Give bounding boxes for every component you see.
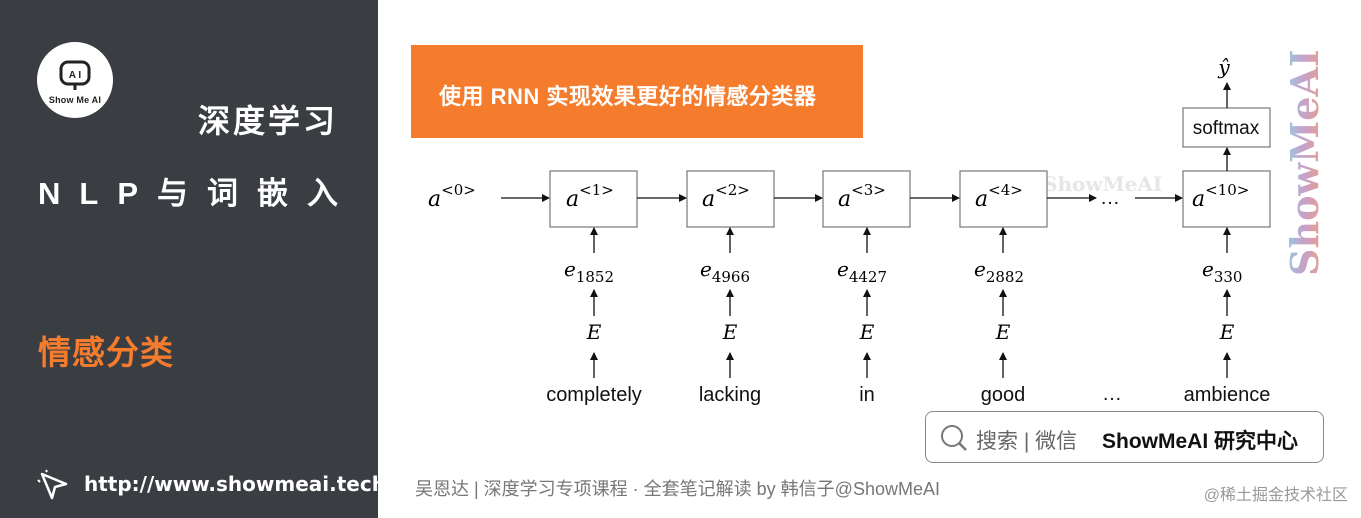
rnn-cell-3 [822, 170, 911, 228]
search-brand: ShowMeAI 研究中心 [1102, 430, 1299, 453]
rnn-cell-2 [686, 170, 775, 228]
sidebar: A I Show Me AI 深度学习 NLP与词嵌入 情感分类 http://… [0, 0, 393, 518]
embedding-matrix-3: E [859, 320, 875, 344]
rnn-cell-4 [959, 170, 1048, 228]
embedding-matrix-4: E [995, 320, 1011, 344]
main-panel: 使用 RNN 实现效果更好的情感分类器 ShowMeAI a<0> a<1> a… [378, 0, 1361, 518]
ellipsis-mid: … [1100, 187, 1120, 209]
initial-activation: a<0> [428, 181, 476, 212]
slide-title: 使用 RNN 实现效果更好的情感分类器 [439, 84, 817, 109]
slide-title-box: 使用 RNN 实现效果更好的情感分类器 [411, 45, 863, 138]
word-10: ambience [1184, 384, 1271, 406]
embedding-3: e4427 [837, 257, 887, 286]
ellipsis-words: … [1102, 383, 1122, 405]
search-pill: 搜索 | 微信 ShowMeAI 研究中心 [925, 411, 1324, 463]
chapter-title: NLP与词嵌入 [38, 176, 357, 211]
word-3: in [859, 384, 875, 406]
course-title: 深度学习 [197, 103, 338, 139]
rnn-cell-2-label: a<2> [702, 181, 750, 212]
search-label: 搜索 | 微信 [976, 430, 1078, 453]
search-icon [941, 425, 967, 451]
footer-credit: 吴恩达 | 深度学习专项课程 · 全套笔记解读 by 韩信子@ShowMeAI [415, 479, 940, 499]
rnn-cell-1-label: a<1> [566, 181, 614, 212]
rnn-cell-3-label: a<3> [838, 181, 886, 212]
robot-icon: A I [59, 60, 91, 90]
juejin-watermark: @稀土掘金技术社区 [1203, 487, 1348, 504]
website-link[interactable]: http://www.showmeai.tech/ [84, 472, 394, 496]
word-4: good [981, 384, 1026, 406]
embedding-matrix-10: E [1219, 320, 1235, 344]
embedding-4: e2882 [974, 257, 1024, 286]
watermark-middle: ShowMeAI [1043, 172, 1163, 196]
word-2: lacking [699, 384, 761, 406]
rnn-cell-4-label: a<4> [975, 181, 1023, 212]
softmax-box [1182, 107, 1271, 148]
embedding-matrix-2: E [722, 320, 738, 344]
word-1: completely [546, 384, 642, 406]
output-yhat: ŷ [1217, 55, 1230, 79]
embedding-2: e4966 [700, 257, 750, 286]
rnn-cell-10-label: a<10> [1192, 181, 1249, 212]
topic-title: 情感分类 [38, 334, 174, 371]
svg-text:A I: A I [69, 70, 82, 81]
rnn-diagram: a<0> a<1> a<2> a<3> a<4> … a<10 [428, 55, 1271, 406]
embedding-matrix-1: E [586, 320, 602, 344]
watermark-vertical: ShowMeAI [1284, 49, 1327, 276]
showmeai-logo[interactable]: A I Show Me AI [37, 42, 113, 118]
logo-text: Show Me AI [48, 95, 102, 105]
embedding-10: e330 [1202, 257, 1242, 286]
embedding-1: e1852 [564, 257, 614, 286]
cursor-icon [37, 469, 68, 500]
svg-text:ShowMeAI: ShowMeAI [1284, 49, 1327, 276]
rnn-cell-1 [549, 170, 638, 228]
softmax-label: softmax [1193, 118, 1260, 139]
rnn-cell-10 [1182, 170, 1271, 228]
